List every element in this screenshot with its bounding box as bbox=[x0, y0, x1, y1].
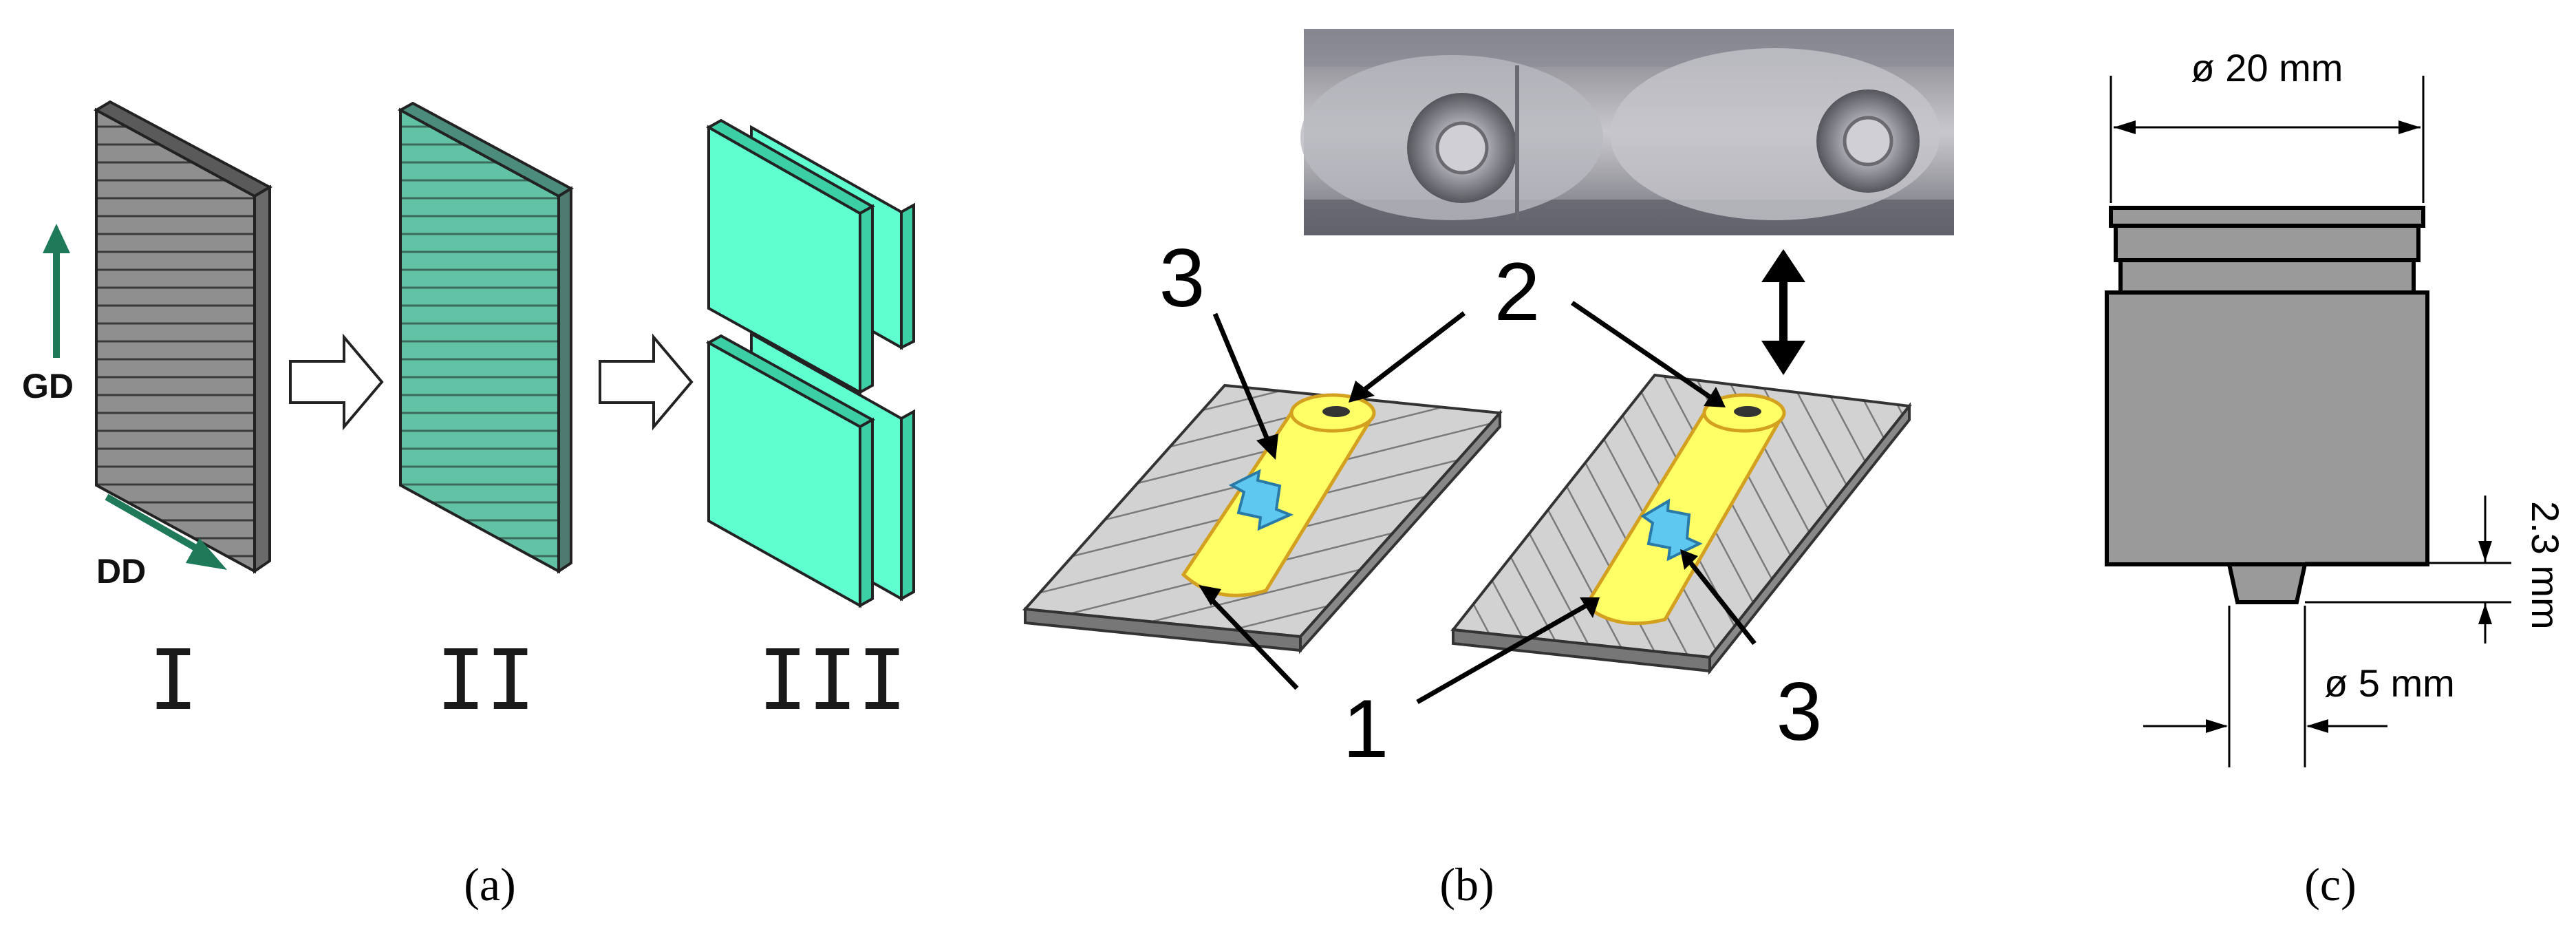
sheet-stage-1 bbox=[93, 100, 273, 574]
dd-direction-arrow bbox=[105, 493, 227, 570]
caption-a: (a) bbox=[464, 858, 515, 911]
stage-label-2: II bbox=[436, 633, 536, 729]
top-diameter-label: ø 20 mm bbox=[2191, 46, 2343, 89]
process-arrow-2 bbox=[599, 333, 694, 431]
gd-direction-arrow bbox=[43, 224, 70, 358]
specimen-left bbox=[1228, 469, 1294, 531]
callout-lines bbox=[1205, 301, 1757, 705]
gd-label: GD bbox=[22, 367, 74, 405]
process-arrow-1 bbox=[289, 333, 384, 431]
panel-b: 3 2 1 3 (b) bbox=[1022, 29, 1954, 911]
panel-a: GD DD bbox=[22, 100, 915, 911]
stage-label-3: III bbox=[758, 633, 908, 729]
caption-b: (b) bbox=[1439, 858, 1494, 911]
photo-link-arrow bbox=[1761, 249, 1805, 375]
sheet-stage-3 bbox=[705, 118, 915, 608]
stage-label-1: I bbox=[149, 633, 198, 729]
callout-3-right: 3 bbox=[1777, 666, 1823, 758]
callout-arrowheads bbox=[1199, 381, 1726, 618]
callout-1: 1 bbox=[1343, 683, 1389, 775]
deposit-photo bbox=[1300, 29, 1954, 235]
sheet-stage-2 bbox=[397, 101, 575, 574]
callout-3-left: 3 bbox=[1159, 232, 1205, 324]
tip-diameter-label: ø 5 mm bbox=[2324, 661, 2455, 705]
caption-c: (c) bbox=[2304, 858, 2356, 911]
panel-c: ø 20 mm 2.3 mm ø 5 mm (c) bbox=[2105, 46, 2567, 911]
callout-2: 2 bbox=[1494, 246, 1541, 338]
specimen-right bbox=[1640, 498, 1703, 562]
dd-label: DD bbox=[96, 552, 146, 591]
tool-body bbox=[2105, 206, 2429, 604]
height-label: 2.3 mm bbox=[2524, 501, 2567, 630]
dimension-top-diameter bbox=[2110, 76, 2425, 203]
